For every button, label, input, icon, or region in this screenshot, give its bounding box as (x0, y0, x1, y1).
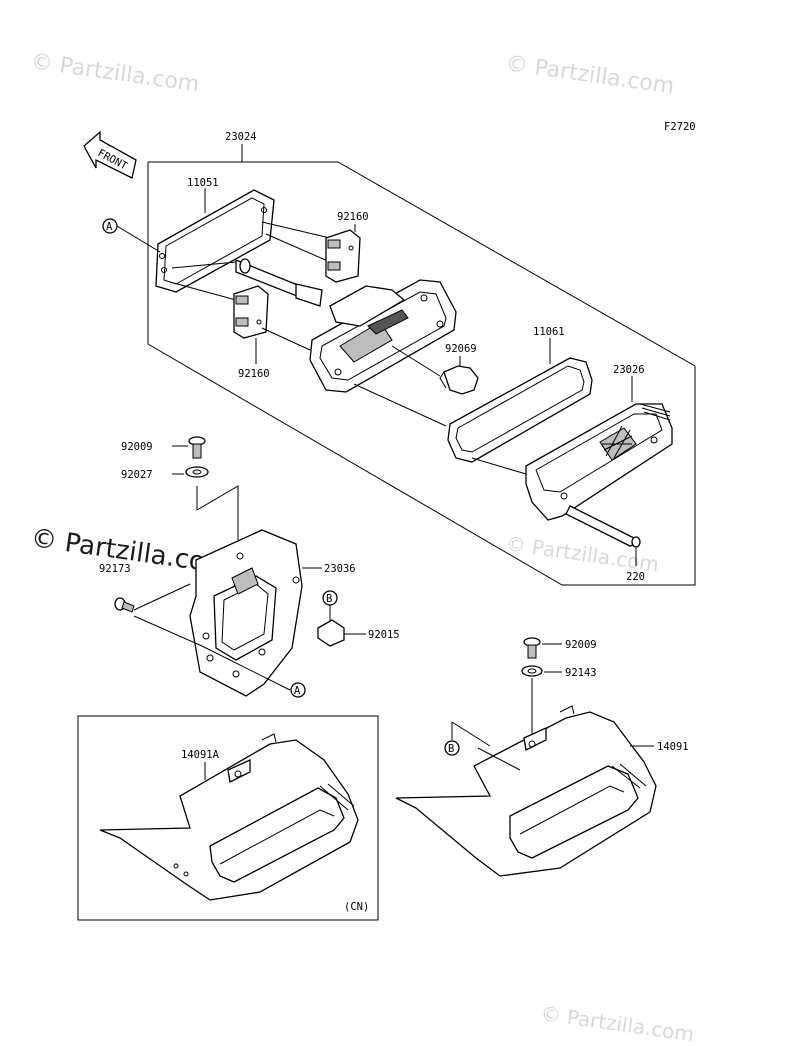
label-92009-left: 92009 (121, 441, 153, 453)
label-23024: 23024 (225, 131, 257, 143)
label-14091: 14091 (657, 741, 689, 753)
label-92009-right: 92009 (565, 639, 597, 651)
label-92143: 92143 (565, 667, 597, 679)
part-220-screw: 220 (565, 505, 645, 583)
watermark-top-right: © Partzilla.com (504, 51, 676, 99)
watermark-group: © Partzilla.com © Partzilla.com © Partzi… (29, 49, 695, 1046)
label-92160-bottom: 92160 (238, 368, 270, 380)
part-92160-bottom: 92160 (233, 285, 270, 380)
watermark-bottom-right: © Partzilla.com (539, 1001, 695, 1046)
svg-text:A: A (106, 221, 113, 233)
part-92015-nut: B 92015 (317, 590, 400, 647)
part-92143-washer: 92143 (521, 665, 597, 736)
svg-text:B: B (448, 743, 454, 755)
front-arrow-icon (83, 130, 137, 179)
cn-label: (CN) (344, 901, 369, 913)
part-92027-washer: 92027 (121, 466, 209, 481)
part-92069-bulb: 92069 (391, 343, 479, 395)
label-23026: 23026 (613, 364, 645, 376)
label-11061: 11061 (533, 326, 565, 338)
part-bulb-socket (169, 221, 331, 307)
svg-text:B: B (326, 593, 332, 605)
label-92027: 92027 (121, 469, 153, 481)
part-92160-top: 92160 (325, 211, 369, 283)
label-14091A: 14091A (181, 749, 220, 761)
part-11061-gasket: 11061 (447, 326, 593, 463)
part-92173-screw: 92173 (99, 563, 291, 691)
label-11051: 11051 (187, 177, 219, 189)
ref-marker-a-top: A (102, 218, 161, 253)
label-92015: 92015 (368, 629, 400, 641)
part-92009-right: 92009 (523, 637, 597, 659)
front-arrow: FRONT (83, 130, 137, 179)
part-92009-left: 92009 (121, 436, 206, 459)
part-14091-cover: B 14091 (395, 705, 689, 877)
label-23036: 23036 (324, 563, 356, 575)
assembly-guide-lines (261, 327, 527, 475)
cn-variant-box: (CN) 14091A (77, 715, 379, 921)
label-92160-top: 92160 (337, 211, 369, 223)
svg-text:A: A (294, 685, 301, 697)
label-220: 220 (626, 571, 645, 583)
ref-marker-a-lower: A (290, 682, 306, 698)
assembly-23024-outline: 23024 (147, 131, 696, 586)
label-92069: 92069 (445, 343, 477, 355)
figure-code: F2720 (664, 121, 696, 133)
part-lamp-housing (309, 279, 457, 393)
label-92173: 92173 (99, 563, 131, 575)
part-23026-lens: 23026 (525, 364, 673, 521)
watermark-top-left: © Partzilla.com (29, 49, 201, 97)
